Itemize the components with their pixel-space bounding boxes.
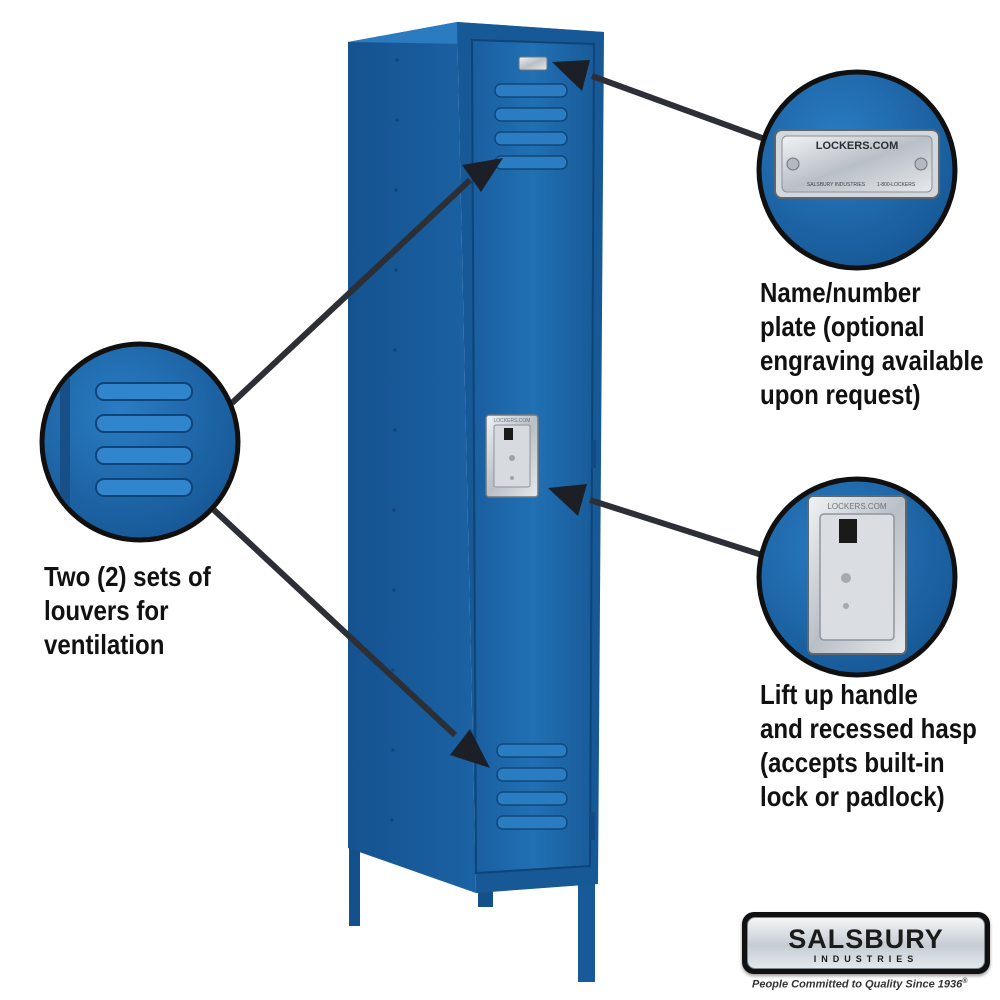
locker-side-panel <box>348 22 476 893</box>
arrow-icon <box>548 484 763 558</box>
locker-handle: LOCKERS.COM <box>485 414 539 498</box>
arrow-icon <box>211 507 490 768</box>
door-hinge-bottom <box>590 812 595 840</box>
logo-tagline: People Committed to Quality Since 1936® <box>752 978 992 991</box>
registered-mark: ® <box>962 978 968 985</box>
name-plate-caption-line: plate (optional <box>760 311 925 342</box>
louvers-caption-line: ventilation <box>44 629 165 660</box>
handle-detail-circle: LOCKERS.COM <box>756 476 958 678</box>
handle-caption-line: Lift up handle <box>760 679 918 710</box>
name-plate-caption: Name/number plate (optional engraving av… <box>760 276 984 412</box>
door-hinge-top <box>591 440 596 468</box>
handle-caption: Lift up handle and recessed hasp (accept… <box>760 678 977 814</box>
locker-leg-front-right <box>578 878 595 982</box>
louvers-caption: Two (2) sets of louvers for ventilation <box>44 560 211 662</box>
name-plate-brand: LOCKERS.COM <box>816 140 899 152</box>
arrow-icon <box>229 158 503 406</box>
logo-subtitle: INDUSTRIES <box>813 954 919 964</box>
name-plate-caption-line: engraving available <box>760 345 984 376</box>
locker-top-louvers <box>494 83 568 170</box>
arrow-icon <box>552 60 764 141</box>
name-plate-footer-right: 1-800-LOCKERS <box>877 182 916 188</box>
handle-caption-line: lock or padlock) <box>760 781 945 812</box>
name-plate-caption-line: Name/number <box>760 277 921 308</box>
logo-name: SALSBURY <box>788 924 944 954</box>
locker-handle-brand: LOCKERS.COM <box>494 418 531 424</box>
locker-name-plate <box>518 56 548 71</box>
locker-bottom-louvers <box>496 743 568 830</box>
salsbury-logo: SALSBURY INDUSTRIES <box>742 912 990 974</box>
handle-caption-line: (accepts built-in <box>760 747 945 778</box>
name-plate-footer-left: SALSBURY INDUSTRIES <box>807 182 866 188</box>
louvers-detail-circle <box>39 341 241 543</box>
logo-badge: SALSBURY INDUSTRIES <box>747 917 985 969</box>
locker-leg-front-left <box>349 848 360 926</box>
louvers-caption-line: Two (2) sets of <box>44 561 211 592</box>
handle-hasp-icon: LOCKERS.COM <box>807 495 907 655</box>
locker: LOCKERS.COM <box>348 22 604 982</box>
callout-arrows <box>211 60 764 768</box>
name-plate-caption-line: upon request) <box>760 379 921 410</box>
handle-caption-line: and recessed hasp <box>760 713 977 744</box>
name-plate-detail-circle: LOCKERS.COM SALSBURY INDUSTRIES 1-800-LO… <box>756 69 958 271</box>
louver-vent-icon <box>60 350 193 538</box>
louvers-caption-line: louvers for <box>44 595 169 626</box>
name-plate-icon: LOCKERS.COM SALSBURY INDUSTRIES 1-800-LO… <box>774 129 940 199</box>
logo-tagline-text: People Committed to Quality Since 1936 <box>752 978 963 991</box>
handle-brand: LOCKERS.COM <box>827 502 886 511</box>
